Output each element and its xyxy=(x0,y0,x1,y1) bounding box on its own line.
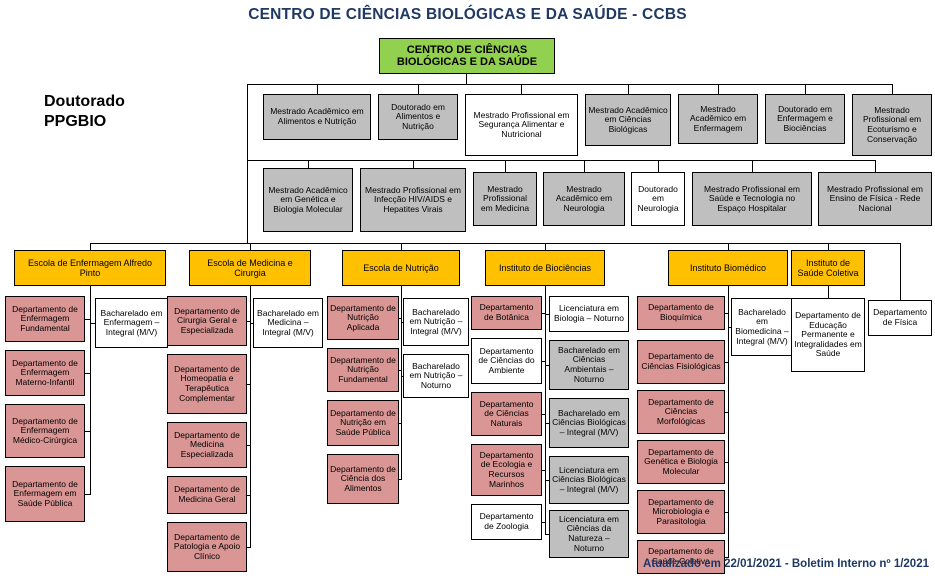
dept-enfermagem-saude-publica: Departamento de Enfermagem em Saúde Públ… xyxy=(5,466,85,522)
dept-ciencias-fisiologicas: Departamento de Ciências Fisiológicas xyxy=(637,340,725,384)
side-label-line2: PPGBIO xyxy=(44,113,107,130)
side-label-doutorado-ppgbio: Doutorado PPGBIO xyxy=(44,92,125,132)
footer-note: Atualizado em 22/01/2021 - Boletim Inter… xyxy=(642,558,929,570)
dept-ciencia-alimentos: Departamento de Ciência dos Alimentos xyxy=(327,454,399,504)
program-ma-alimentos-nutricao: Mestrado Acadêmico em Alimentos e Nutriç… xyxy=(263,94,371,140)
program-dout-enfermagem-biociencias: Doutorado em Enfermagem e Biociências xyxy=(765,94,845,144)
program-mp-seguranca-alimentar: Mestrado Profissional em Segurança Alime… xyxy=(465,94,578,156)
course-bacharelado-ciencias-ambientais: Bacharelado em Ciências Ambientais – Not… xyxy=(549,340,629,390)
dept-nutricao-aplicada: Departamento de Nutrição Aplicada xyxy=(327,296,399,340)
dept-cirurgia-geral: Departamento de Cirurgia Geral e Especia… xyxy=(167,296,247,346)
dept-saude-coletiva: Departamento de Saúde Coletiva xyxy=(637,540,725,574)
root-node-ccbs: CENTRO DE CIÊNCIAS BIOLÓGICAS E DA SAÚDE xyxy=(379,38,555,74)
dept-enfermagem-materno-infantil: Departamento de Enfermagem Materno-Infan… xyxy=(5,350,85,396)
dept-medicina-geral: Departamento de Medicina Geral xyxy=(167,476,247,514)
dept-educacao-permanente: Departamento de Educação Permanente e In… xyxy=(791,298,865,372)
course-licenciatura-ciencias-natureza: Licenciatura em Ciências da Natureza – N… xyxy=(549,510,629,558)
program-ma-genetica-biologia-molecular: Mestrado Acadêmico em Genética e Biologi… xyxy=(263,168,353,232)
dept-bioquimica: Departamento de Bioquímica xyxy=(637,296,725,330)
course-licenciatura-biologia-noturno: Licenciatura em Biologia – Noturno xyxy=(549,296,629,332)
program-mp-ecoturismo-conservacao: Mestrado Profissional em Ecoturismo e Co… xyxy=(852,94,932,156)
dept-ecologia-recursos-marinhos: Departamento de Ecologia e Recursos Mari… xyxy=(471,444,542,496)
dept-nutricao-fundamental: Departamento de Nutrição Fundamental xyxy=(327,348,399,392)
dept-ciencias-morfologicas: Departamento de Ciências Morfológicas xyxy=(637,390,725,434)
course-bacharelado-medicina: Bacharelado em Medicina – Integral (M/V) xyxy=(253,298,323,348)
unit-escola-enfermagem: Escola de Enfermagem Alfredo Pinto xyxy=(14,250,166,286)
unit-escola-medicina-cirurgia: Escola de Medicina e Cirurgia xyxy=(189,250,311,286)
program-dout-neurologia: Doutorado em Neurologia xyxy=(631,172,685,226)
dept-botanica: Departamento de Botânica xyxy=(471,296,542,330)
dept-homeopatia-terapeutica: Departamento de Homeopatia e Terapêutica… xyxy=(167,354,247,414)
page-title: CENTRO DE CIÊNCIAS BIOLÓGICAS E DA SAÚDE… xyxy=(248,6,687,23)
dept-ciencias-naturais: Departamento de Ciências Naturais xyxy=(471,392,542,436)
dept-genetica-biologia-molecular: Departamento de Genética e Biologia Mole… xyxy=(637,440,725,484)
program-mp-saude-tecnologia-hospitalar: Mestrado Profissional em Saúde e Tecnolo… xyxy=(692,172,812,226)
unit-instituto-biociencias: Instituto de Biociências xyxy=(485,250,605,286)
dept-medicina-especializada: Departamento de Medicina Especializada xyxy=(167,422,247,468)
course-bacharelado-biomedicina: Bacharelado em Biomedicina – Integral (M… xyxy=(731,298,793,356)
dept-zoologia: Departamento de Zoologia xyxy=(471,504,542,540)
program-mp-medicina: Mestrado Profissional em Medicina xyxy=(473,172,537,226)
dept-fisica: Departamento de Física xyxy=(868,300,932,336)
program-ma-neurologia: Mestrado Acadêmico em Neurologia xyxy=(543,172,625,226)
program-dout-alimentos-nutricao: Doutorado em Alimentos e Nutrição xyxy=(378,94,458,140)
program-ma-ciencias-biologicas: Mestrado Acadêmico em Ciências Biológica… xyxy=(585,94,671,146)
program-mp-infeccao-hiv-aids: Mestrado Profissional em Infecção HIV/AI… xyxy=(360,168,466,232)
course-licenciatura-ciencias-biologicas: Licenciatura em Ciências Biológicas – In… xyxy=(549,456,629,504)
unit-instituto-biomedico: Instituto Biomédico xyxy=(668,250,788,286)
dept-microbiologia-parasitologia: Departamento de Microbiologia e Parasito… xyxy=(637,490,725,534)
unit-instituto-saude-coletiva: Instituto de Saúde Coletiva xyxy=(791,250,865,286)
program-ma-enfermagem: Mestrado Acadêmico em Enfermagem xyxy=(678,94,758,144)
course-bacharelado-nutricao-noturno: Bacharelado em Nutrição – Noturno xyxy=(403,354,469,398)
program-mp-ensino-fisica: Mestrado Profissional em Ensino de Físic… xyxy=(818,172,932,226)
course-bacharelado-nutricao-integral: Bacharelado em Nutrição – Integral (M/V) xyxy=(403,298,469,346)
dept-patologia-apoio-clinico: Departamento de Patologia e Apoio Clínic… xyxy=(167,522,247,572)
dept-ciencias-ambiente: Departamento de Ciências do Ambiente xyxy=(471,338,542,384)
unit-escola-nutricao: Escola de Nutrição xyxy=(342,250,460,286)
side-label-line1: Doutorado xyxy=(44,93,125,110)
dept-enfermagem-fundamental: Departamento de Enfermagem Fundamental xyxy=(5,296,85,342)
dept-nutricao-saude-publica: Departamento de Nutrição em Saúde Públic… xyxy=(327,400,399,446)
dept-enfermagem-medico-cirurgica: Departamento de Enfermagem Médico-Cirúrg… xyxy=(5,404,85,458)
course-bacharelado-ciencias-biologicas: Bacharelado em Ciências Biológicas – Int… xyxy=(549,398,629,448)
course-bacharelado-enfermagem: Bacharelado em Enfermagem – Integral (M/… xyxy=(95,298,168,348)
